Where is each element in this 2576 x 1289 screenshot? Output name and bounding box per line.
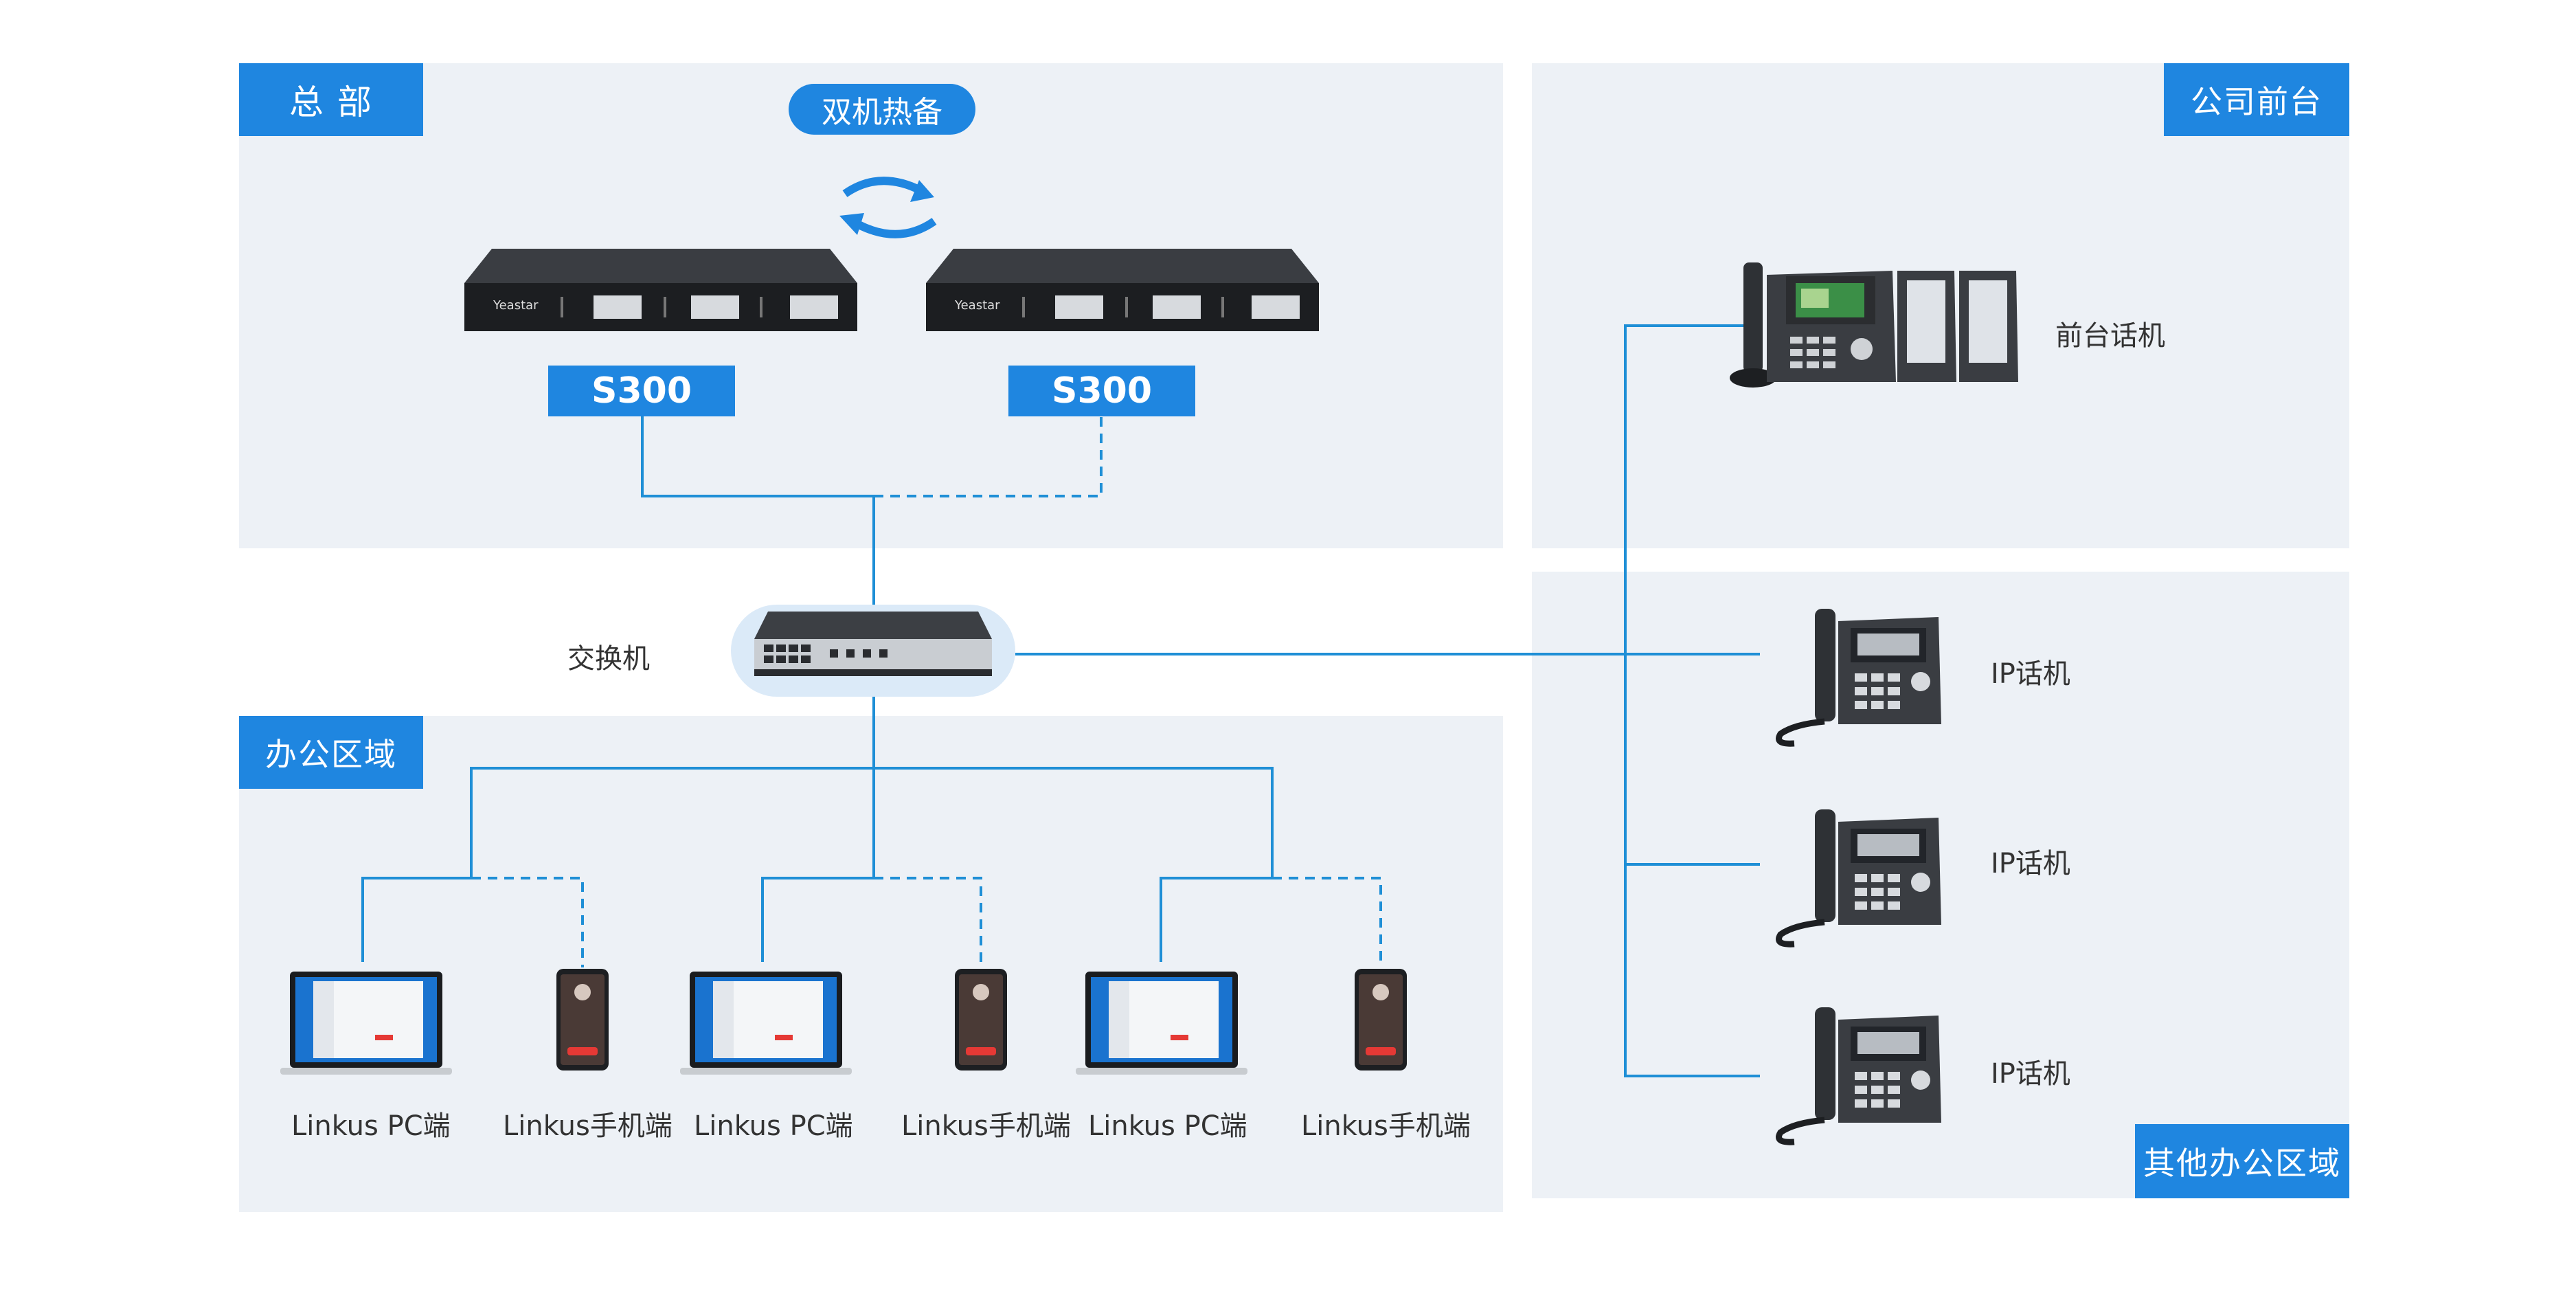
client-label-4: Linkus手机端	[901, 1110, 1071, 1142]
ip-phone-icon-2	[1776, 809, 1941, 948]
reception-phone-icon	[1730, 262, 2018, 388]
office-tag: 办公区域	[239, 716, 423, 789]
reception-tag: 公司前台	[2164, 63, 2349, 136]
sync-arrows-icon	[839, 177, 937, 238]
mobile-icon-3	[1355, 969, 1407, 1071]
client-label-3: Linkus PC端	[694, 1110, 853, 1142]
client-label-2: Linkus手机端	[503, 1110, 673, 1142]
client-label-6: Linkus手机端	[1301, 1110, 1471, 1142]
ip-phone-icon-3	[1776, 1007, 1941, 1145]
laptop-icon-3	[1076, 972, 1247, 1075]
ip-phone-label-3: IP话机	[1991, 1058, 2070, 1090]
switch-device	[754, 612, 992, 676]
other-office-panel	[1532, 572, 2349, 1198]
client-label-5: Linkus PC端	[1088, 1110, 1247, 1142]
mobile-icon-1	[556, 969, 609, 1071]
other-office-tag: 其他办公区域	[2135, 1124, 2349, 1198]
client-label-1: Linkus PC端	[291, 1110, 451, 1142]
pbx-model-b: S300	[1008, 366, 1195, 416]
reception-phone-label: 前台话机	[2055, 320, 2165, 352]
switch-label: 交换机	[567, 643, 650, 675]
ip-phone-label-2: IP话机	[1991, 848, 2070, 879]
pbx-device-a	[464, 249, 857, 331]
pbx-model-a: S300	[548, 366, 735, 416]
ip-phone-label-1: IP话机	[1991, 658, 2070, 690]
pbx-brand-a: Yeastar	[493, 298, 539, 313]
ip-phone-icon-1	[1776, 609, 1941, 747]
mobile-icon-2	[955, 969, 1007, 1071]
office-panel	[239, 716, 1503, 1212]
pbx-device-b	[926, 249, 1319, 331]
laptop-icon-2	[680, 972, 852, 1075]
headquarters-tag: 总 部	[239, 63, 423, 136]
hot-standby-badge: 双机热备	[789, 84, 975, 135]
pbx-brand-b: Yeastar	[955, 298, 1000, 313]
laptop-icon-1	[280, 972, 452, 1075]
